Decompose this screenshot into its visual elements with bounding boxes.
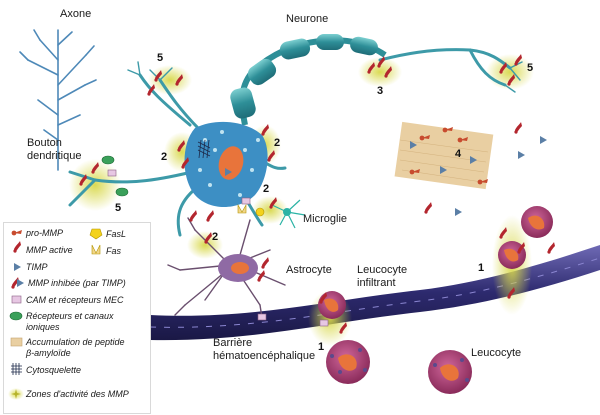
leukocyte-circulating-2	[428, 350, 472, 394]
cytoskeleton	[197, 139, 211, 159]
leukocyte-vessel-wall	[498, 206, 553, 269]
label-leucocyte: Leucocyte	[471, 347, 521, 359]
legend-zones: Zones d'activité des MMP	[25, 389, 129, 399]
zone-star-icon	[11, 389, 21, 399]
myelinated-axon	[230, 34, 387, 126]
amyloid-symbol	[10, 337, 23, 347]
legend-recepteurs-2: ioniques	[26, 322, 60, 332]
legend-cam: CAM et récepteurs MEC	[26, 295, 124, 305]
fas-symbol	[91, 244, 101, 255]
leukocyte-infiltrating	[318, 291, 346, 319]
label-bouton-2: dendritique	[27, 150, 81, 162]
receptor-symbol	[9, 311, 23, 321]
microglia-body	[283, 208, 291, 216]
leukocyte-circulating-1	[326, 340, 370, 384]
legend-fas: Fas	[106, 246, 122, 256]
label-leucocyte-infiltrant-2: infiltrant	[357, 277, 396, 289]
marker-1-bbb: 1	[318, 341, 324, 353]
label-barriere-2: hématoencéphalique	[213, 350, 315, 362]
marker-2-astrocyte: 2	[212, 231, 218, 243]
label-microglie: Microglie	[303, 213, 347, 225]
marker-4: 4	[455, 148, 462, 160]
label-leucocyte-infiltrant-1: Leucocyte	[357, 264, 407, 276]
marker-5-bouton: 5	[115, 202, 121, 214]
legend-accumulation-2: β-amyloïde	[25, 348, 71, 358]
label-bouton-1: Bouton	[27, 137, 62, 149]
legend-recepteurs-1: Récepteurs et canaux	[26, 311, 114, 321]
cam-symbol	[11, 295, 22, 304]
receptor-channels	[101, 155, 329, 327]
legend-pro-mmp: pro-MMP	[25, 228, 63, 238]
marker-2-neuron: 2	[274, 137, 280, 149]
legend: pro-MMP FasL MMP active Fas TIMP MMP inh…	[3, 222, 151, 414]
legend-fasl: FasL	[106, 229, 126, 239]
legend-cytosquelette: Cytosquelette	[26, 365, 81, 375]
cytoskeleton-symbol	[11, 363, 22, 375]
label-barriere-1: Barrière	[213, 337, 252, 349]
amyloid-accumulation	[394, 121, 494, 190]
neuron-soma	[184, 121, 268, 208]
astrocyte-nucleus	[231, 262, 249, 274]
fasl-symbol	[89, 228, 103, 240]
legend-mmp-inhibee: MMP inhibée (par TIMP)	[28, 278, 126, 288]
label-axone: Axone	[60, 8, 91, 20]
marker-5-right: 5	[527, 62, 533, 74]
marker-5-top: 5	[157, 52, 163, 64]
marker-1-vessel: 1	[478, 262, 484, 274]
astrocyte	[167, 217, 286, 319]
marker-2-soma: 2	[161, 151, 167, 163]
legend-accumulation-1: Accumulation de peptide	[25, 337, 125, 347]
label-neurone: Neurone	[286, 13, 328, 25]
axon-branches	[19, 29, 97, 171]
legend-timp: TIMP	[26, 262, 48, 272]
marker-2-fas: 2	[263, 183, 269, 195]
fasl-fas-markers	[237, 203, 265, 217]
marker-3: 3	[377, 85, 383, 97]
microglia	[271, 199, 306, 229]
label-astrocyte: Astrocyte	[286, 264, 332, 276]
legend-mmp-active: MMP active	[26, 245, 73, 255]
legend-graphic: pro-MMP FasL MMP active Fas TIMP MMP inh…	[8, 228, 129, 400]
blood-vessel	[149, 245, 600, 341]
